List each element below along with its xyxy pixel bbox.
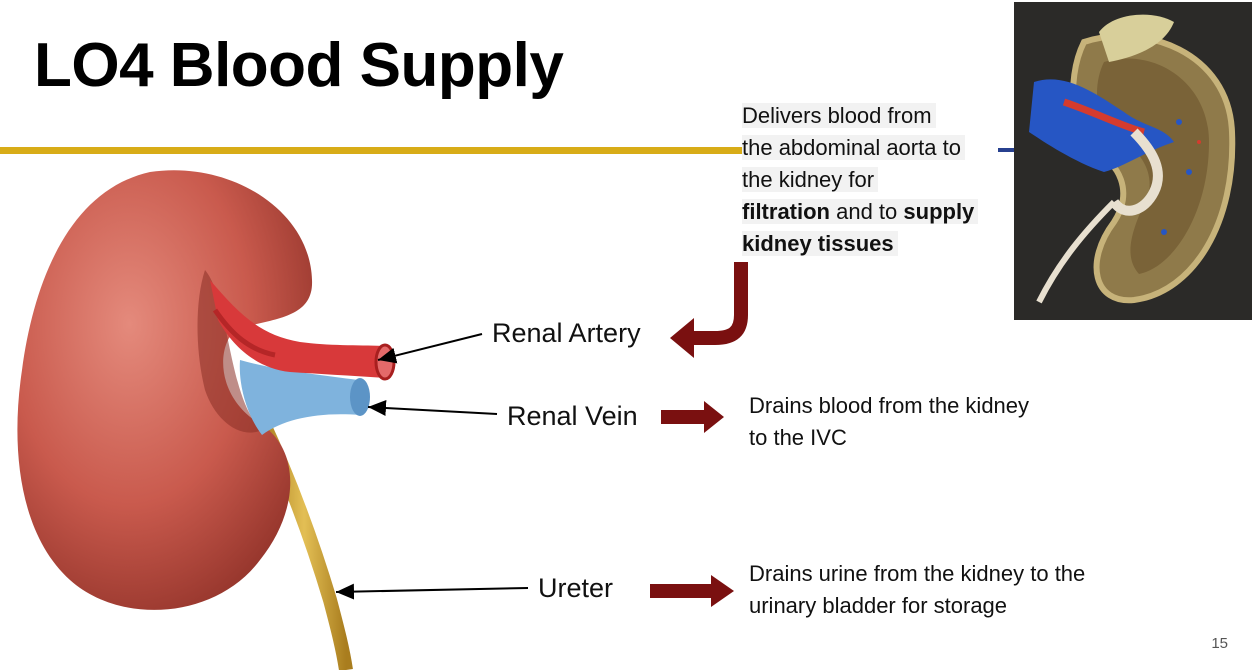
kidney-illustration: [17, 170, 396, 670]
ureter-description-line-1: Drains urine from the kidney to the: [749, 561, 1086, 586]
callout-line-3: the kidney for: [742, 167, 879, 192]
vein-description-line-2: to the IVC: [749, 425, 847, 450]
callout-bold-kidney-tissues: kidney tissues: [742, 231, 894, 256]
ureter-label: Ureter: [538, 573, 614, 603]
callout-connector: [998, 148, 1014, 152]
renal-artery: [210, 280, 387, 378]
vein-description-line-1: Drains blood from the kidney: [749, 393, 1030, 418]
kidney-body: [17, 170, 313, 610]
slide-title: LO4 Blood Supply: [34, 31, 564, 100]
vein-description: Drains blood from the kidney to the IVC: [749, 390, 1029, 454]
title-underline: [0, 147, 745, 154]
artery-callout-text: Delivers blood from the abdominal aorta …: [742, 100, 979, 260]
ureter-description: Drains urine from the kidney to the urin…: [749, 558, 1085, 622]
vein-right-arrow-icon: [661, 401, 724, 433]
callout-bold-filtration: filtration: [742, 199, 830, 224]
renal-vein: [239, 360, 360, 435]
renal-vein-label: Renal Vein: [507, 401, 638, 431]
page-number: 15: [1211, 635, 1228, 652]
renal-artery-label: Renal Artery: [492, 318, 641, 348]
ureter-right-arrow-icon: [650, 575, 734, 607]
callout-line-4-mid: and to: [830, 199, 904, 224]
callout-line-2: the abdominal aorta to: [742, 135, 965, 160]
callout-line-1: Delivers blood from: [742, 103, 936, 128]
curved-arrow-icon: [670, 262, 748, 358]
callout-bold-supply: supply: [903, 199, 975, 224]
ureter-description-line-2: urinary bladder for storage: [749, 593, 1008, 618]
kidney-cross-section-photo: [1014, 2, 1252, 320]
